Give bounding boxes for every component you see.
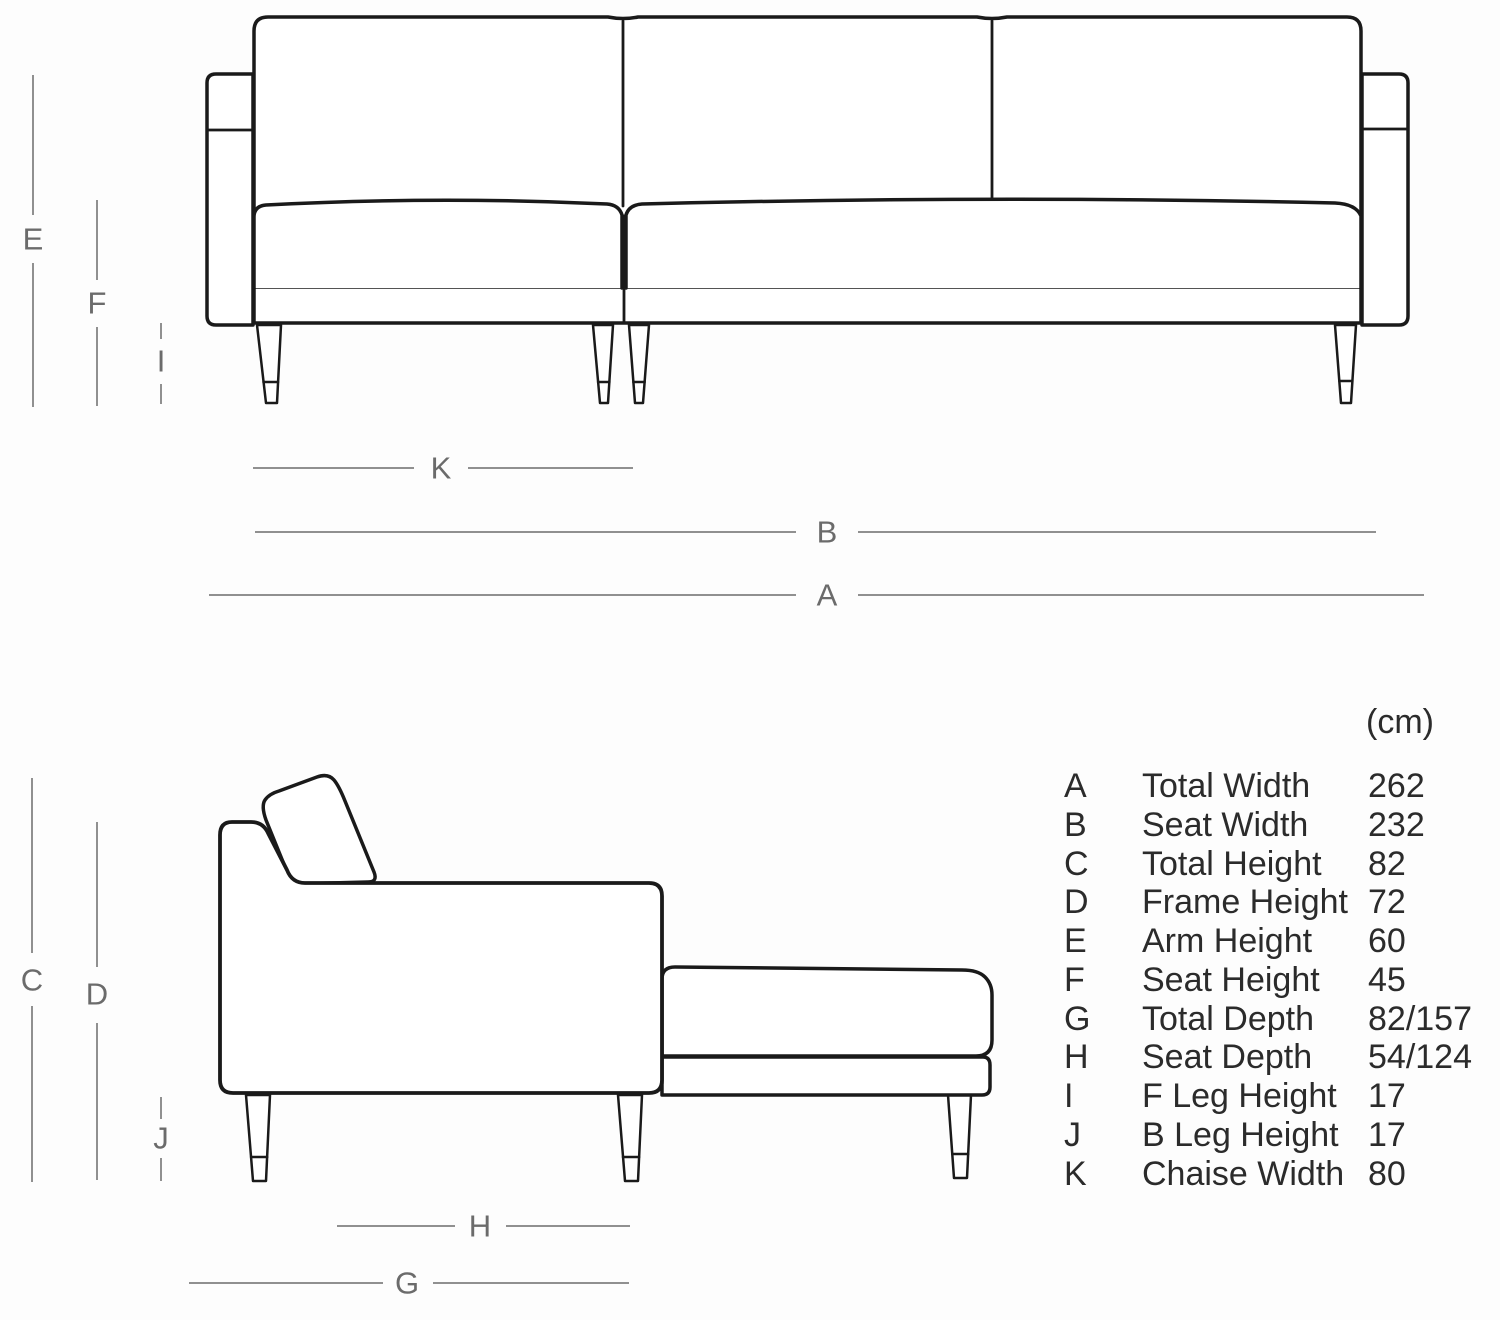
front-view-drawing [205, 15, 1410, 405]
dim-name: Chaise Width [1142, 1154, 1345, 1193]
side-chaise-base [660, 1055, 992, 1097]
table-row: K Chaise Width 80 [1064, 1155, 1494, 1194]
side-chaise-leg [946, 1093, 973, 1180]
dim-label-A: A [816, 577, 838, 613]
dim-value: 232 [1368, 805, 1425, 844]
dim-value: 262 [1368, 766, 1425, 805]
dim-letter: C [1064, 844, 1089, 883]
front-chaise-seat-cushion [252, 198, 624, 290]
dim-label-E: E [22, 221, 44, 257]
side-chaise-cushion [660, 965, 994, 1058]
dim-value: 82/157 [1368, 999, 1472, 1038]
dim-letter: A [1064, 766, 1087, 805]
dim-letter: G [1064, 999, 1091, 1038]
dim-letter: H [1064, 1038, 1089, 1077]
front-legs [255, 323, 1358, 405]
dim-value: 82 [1368, 844, 1406, 883]
table-row: G Total Depth 82/157 [1064, 1000, 1494, 1039]
dim-value: 72 [1368, 883, 1406, 922]
table-row: D Frame Height 72 [1064, 883, 1494, 922]
dim-name: F Leg Height [1142, 1077, 1337, 1116]
dim-value: 60 [1368, 922, 1406, 961]
dim-name: Arm Height [1142, 922, 1313, 961]
table-row: B Seat Width 232 [1064, 806, 1494, 845]
dim-name: Total Depth [1142, 999, 1314, 1038]
dim-letter: K [1064, 1154, 1087, 1193]
dim-label-B: B [816, 514, 838, 550]
dim-name: B Leg Height [1142, 1116, 1339, 1155]
dim-label-H: H [468, 1208, 492, 1244]
front-leg [255, 323, 283, 405]
dim-name: Seat Width [1142, 805, 1309, 844]
dim-name: Total Height [1142, 844, 1322, 883]
table-row: J B Leg Height 17 [1064, 1116, 1494, 1155]
dim-value: 17 [1368, 1116, 1406, 1155]
dim-label-C: C [20, 962, 44, 998]
dim-letter: D [1064, 883, 1089, 922]
dim-name: Seat Height [1142, 960, 1320, 999]
dimension-lines [31, 75, 1424, 1284]
side-back-cushion [261, 773, 377, 886]
dim-name: Total Width [1142, 766, 1311, 805]
dim-label-G: G [394, 1265, 420, 1301]
front-leg [591, 323, 615, 405]
dim-label-D: D [85, 976, 109, 1012]
dim-value: 80 [1368, 1154, 1406, 1193]
dimensions-table: A Total Width 262 B Seat Width 232 C Tot… [1064, 767, 1494, 1194]
front-main-seat-cushion [624, 197, 1363, 290]
side-front-leg [244, 1093, 272, 1183]
dim-letter: E [1064, 922, 1087, 961]
dim-label-I: I [156, 343, 166, 379]
front-right-arm [1360, 72, 1410, 327]
table-row: I F Leg Height 17 [1064, 1077, 1494, 1116]
front-leg [627, 323, 651, 405]
dim-letter: B [1064, 805, 1087, 844]
dim-value: 54/124 [1368, 1038, 1472, 1077]
table-row: E Arm Height 60 [1064, 922, 1494, 961]
front-left-arm [205, 72, 255, 327]
side-view-drawing [218, 773, 994, 1183]
dim-name: Seat Depth [1142, 1038, 1313, 1077]
dim-letter: J [1064, 1116, 1081, 1155]
front-back-cushions [252, 15, 1363, 215]
front-base-frame [252, 285, 1363, 325]
dim-label-F: F [87, 285, 107, 321]
dim-value: 17 [1368, 1077, 1406, 1116]
side-middle-leg [616, 1093, 644, 1183]
side-body-profile [218, 820, 664, 1095]
dim-value: 45 [1368, 960, 1406, 999]
units-header: (cm) [1366, 703, 1434, 741]
table-row: C Total Height 82 [1064, 845, 1494, 884]
dim-label-K: K [430, 450, 452, 486]
table-row: H Seat Depth 54/124 [1064, 1038, 1494, 1078]
table-row: F Seat Height 45 [1064, 961, 1494, 1000]
front-leg [1333, 323, 1358, 405]
side-legs [244, 1093, 973, 1183]
dim-letter: I [1064, 1077, 1074, 1116]
dim-label-J: J [153, 1120, 169, 1156]
dim-letter: F [1064, 960, 1085, 999]
dim-name: Frame Height [1142, 883, 1348, 922]
table-row: A Total Width 262 [1064, 767, 1494, 806]
